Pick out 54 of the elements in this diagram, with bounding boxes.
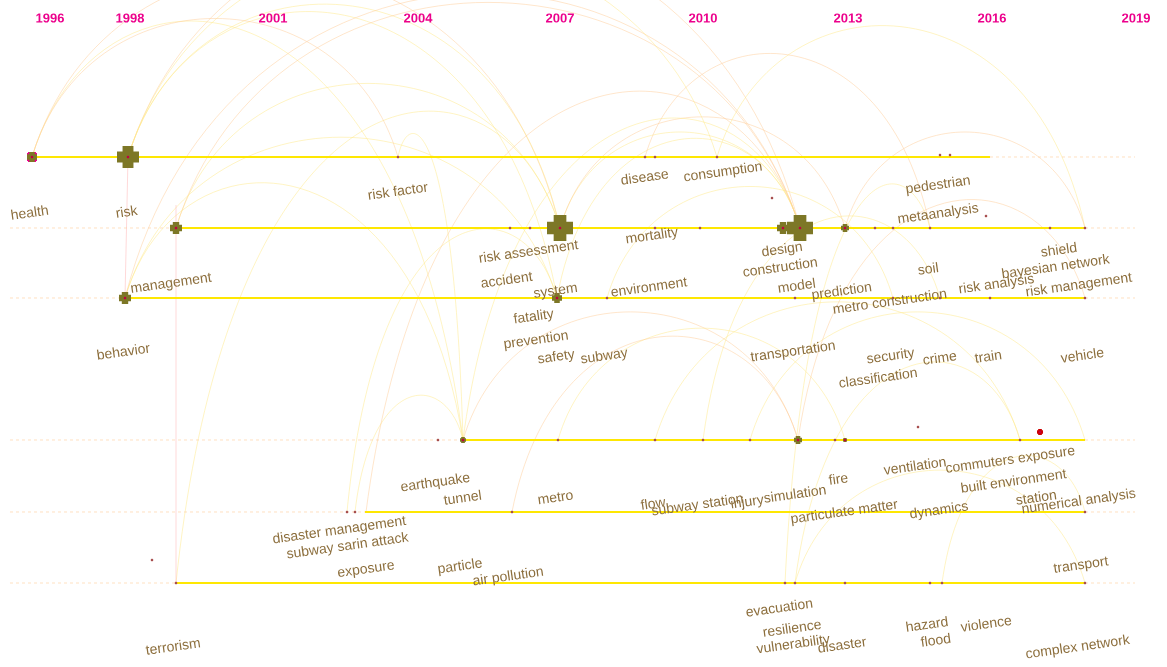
year-label: 2010 [689, 13, 717, 23]
keyword-label: safety [538, 350, 575, 364]
keyword-label: complex network [1026, 634, 1131, 659]
keyword-label: evacuation [746, 599, 813, 617]
keyword-label: risk assessment [479, 240, 579, 263]
keyword-label: mortality [626, 227, 678, 244]
keyword-label: crime [923, 352, 957, 365]
keyword-label: risk factor [368, 184, 428, 200]
keyword-label: accident [481, 271, 533, 288]
keyword-label: transportation [750, 341, 836, 362]
year-label: 2007 [546, 13, 574, 23]
keyword-label: metaanalysis [898, 203, 979, 224]
keyword-label: ventilation [883, 458, 946, 475]
keyword-label: consumption [684, 162, 762, 182]
keyword-label: pedestrian [906, 176, 971, 197]
keyword-label: fatality [513, 309, 554, 324]
keyword-label: simulation [764, 486, 826, 503]
keyword-label: fire [828, 473, 848, 485]
year-label: 2004 [404, 13, 433, 23]
year-label: 2013 [834, 13, 862, 23]
keyword-label: earthquake [401, 473, 470, 492]
keyword-label: health [10, 205, 49, 220]
keyword-label: vehicle [1060, 347, 1104, 363]
keyword-label: subway [581, 349, 628, 364]
keyword-label: tunnel [443, 489, 482, 505]
keyword-label: transport [1053, 556, 1109, 573]
keyword-label: disease [621, 171, 669, 185]
keyword-label: hazard [905, 615, 948, 632]
year-label: 2019 [1122, 13, 1150, 23]
keyword-label: soil [918, 262, 939, 275]
keyword-label: metro [538, 492, 573, 505]
keyword-label: classification [839, 369, 918, 388]
keyword-label: behavior [96, 344, 150, 360]
keyword-label: prevention [504, 331, 569, 352]
keyword-label: risk [116, 205, 138, 218]
keyword-label: train [974, 350, 1002, 363]
keyword-label: flood [920, 632, 951, 647]
year-label: 2001 [259, 13, 288, 23]
keyword-label: exposure [338, 562, 394, 578]
keyword-label: terrorism [145, 639, 201, 655]
keyword-label: construction [743, 258, 818, 277]
keyword-label: security [867, 348, 914, 364]
year-label: 2016 [978, 13, 1006, 23]
keyword-label: management [131, 272, 212, 293]
keyword-label: dynamics [910, 502, 968, 521]
keyword-label: violence [960, 617, 1012, 632]
keyword-label: particulate matter [791, 501, 898, 527]
keyword-label: resilience [763, 621, 821, 637]
keyword-label: design [762, 243, 803, 257]
year-label: 1996 [36, 13, 64, 23]
keyword-label: particle [438, 558, 482, 577]
keyword-label: environment [611, 277, 688, 297]
year-label: 1998 [116, 13, 145, 23]
keyword-label: system [534, 284, 578, 300]
